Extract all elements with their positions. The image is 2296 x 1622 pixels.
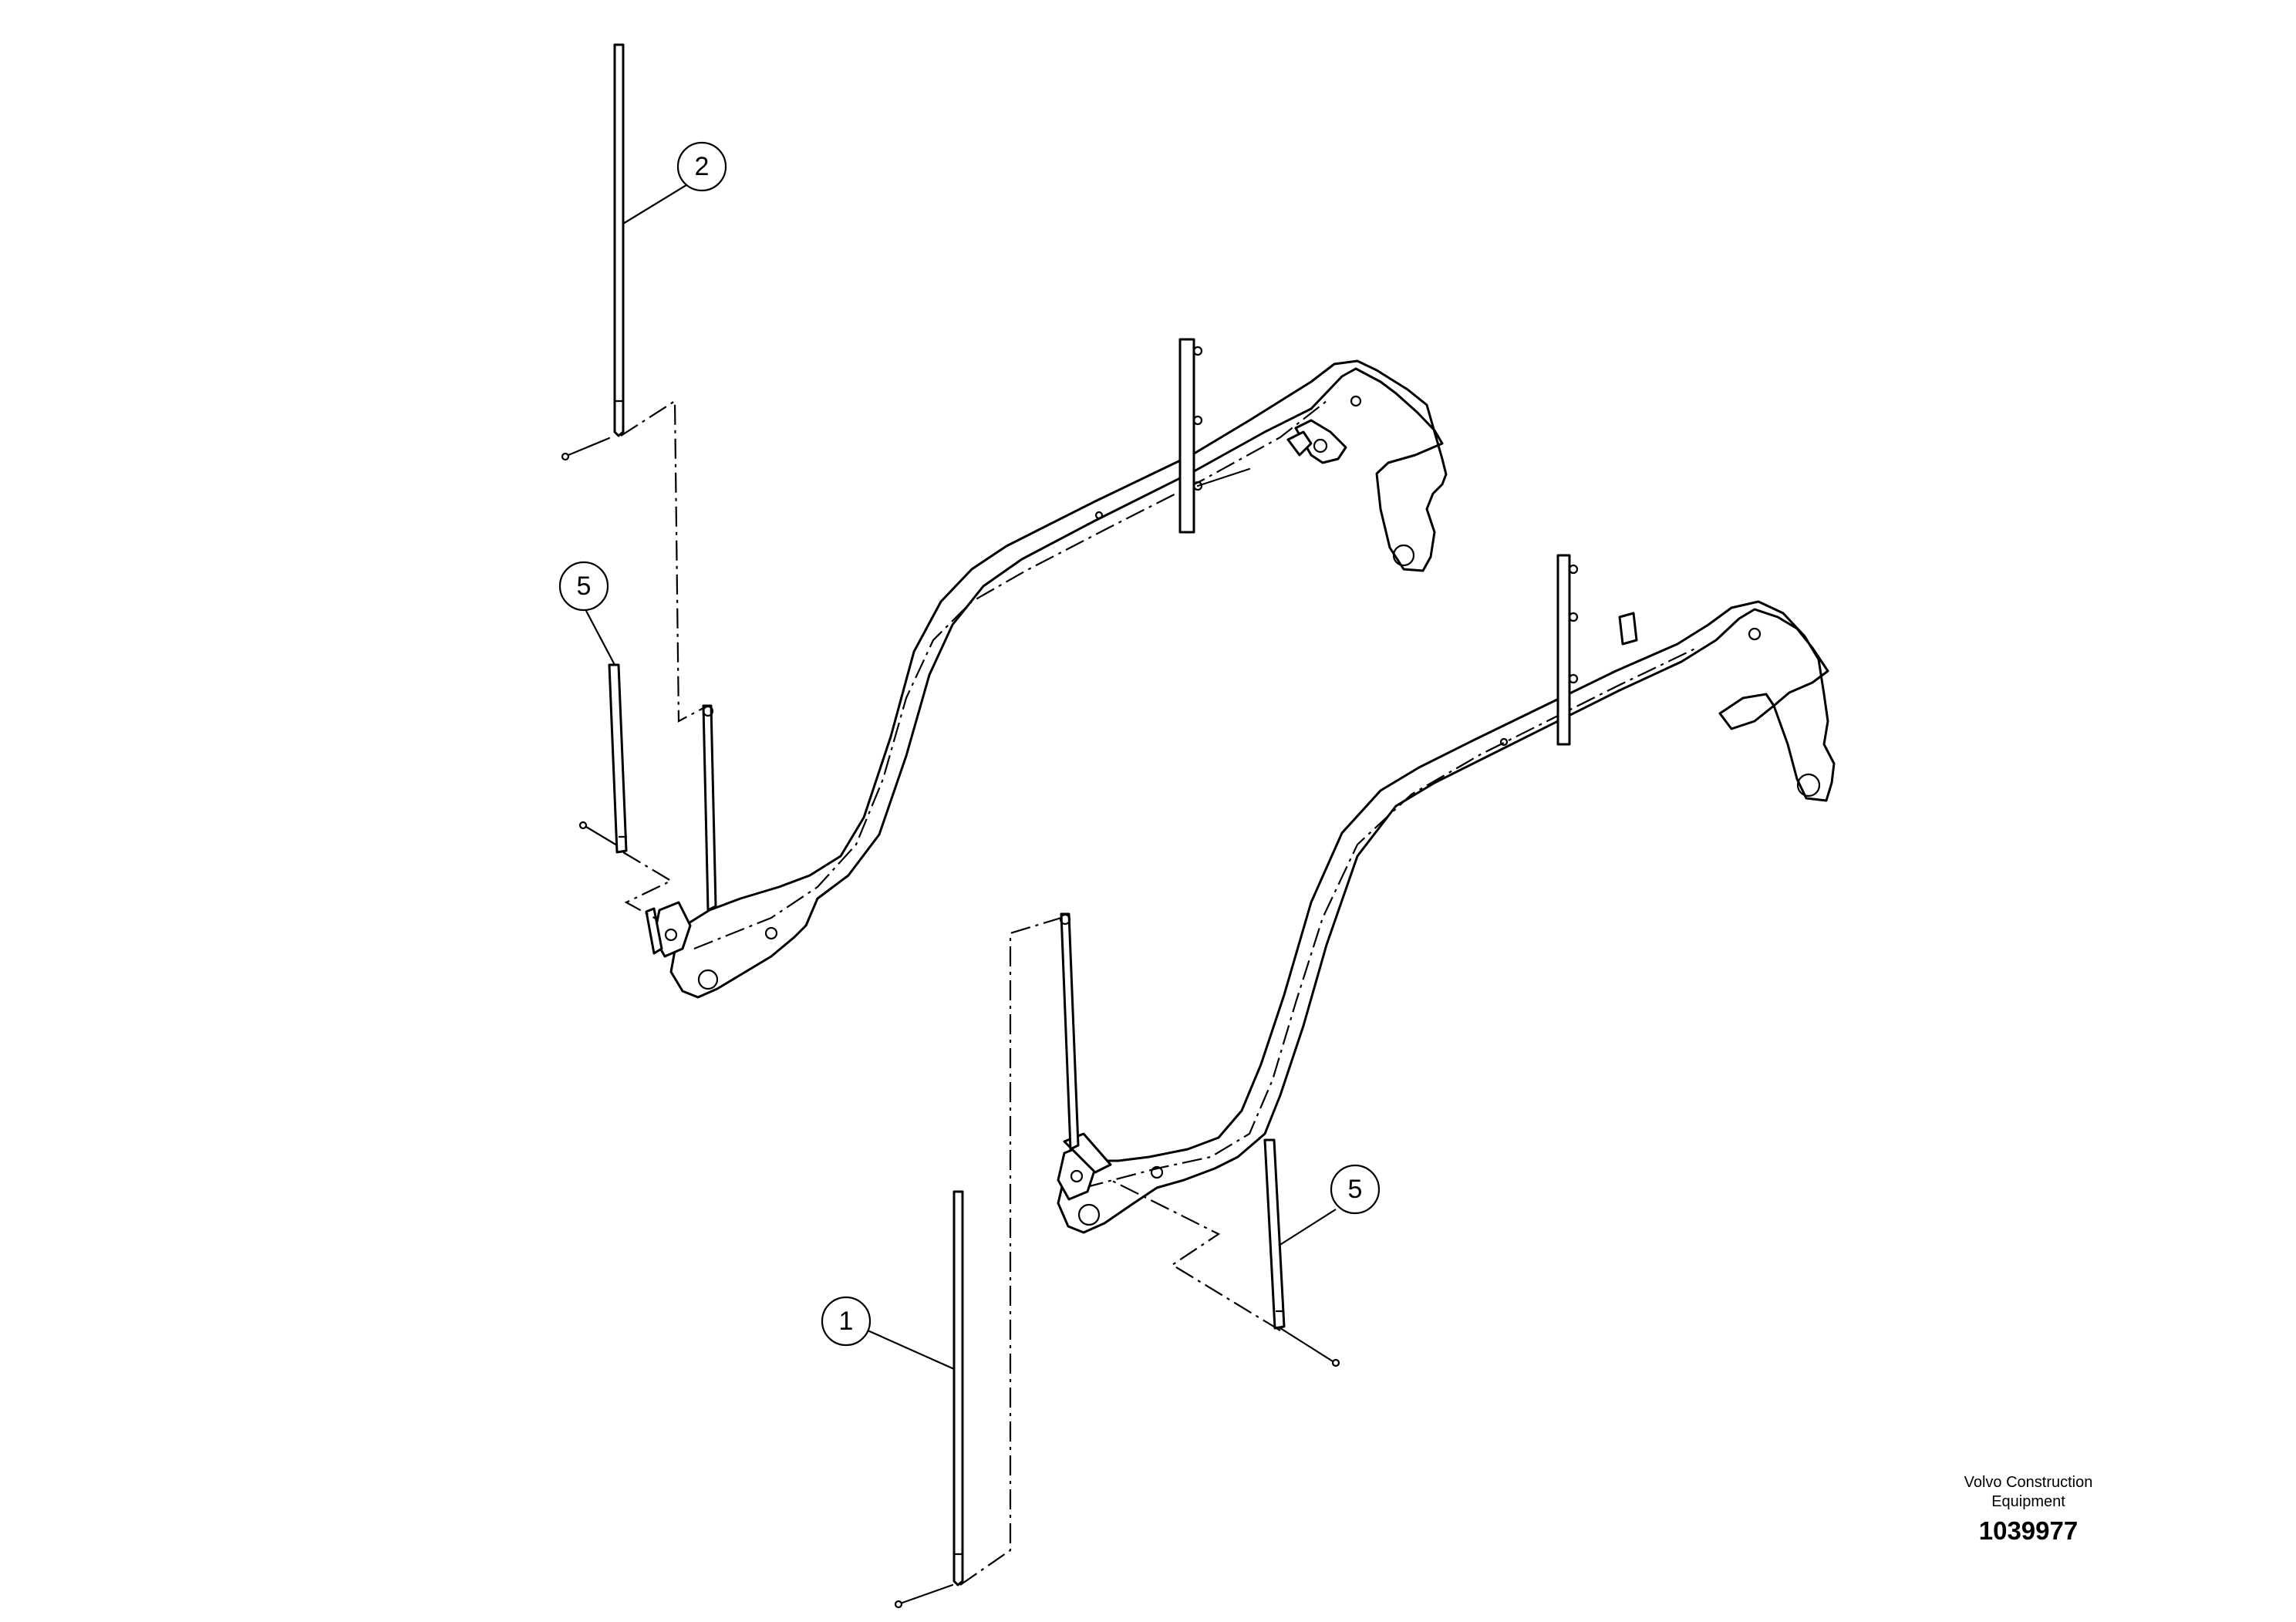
bolt-left [578, 821, 619, 847]
callout-5-lower-label: 5 [1348, 1175, 1363, 1204]
callout-5-upper: 5 [558, 561, 615, 666]
rod-part-1 [952, 1190, 964, 1587]
callout-5-lower: 5 [1278, 1164, 1381, 1246]
bolt-right [1279, 1327, 1340, 1367]
short-rod-lower-arm [1059, 912, 1080, 1151]
callout-5-upper-label: 5 [577, 572, 592, 601]
rod-part-5-lower [1263, 1138, 1286, 1330]
rod-part-5-upper [608, 663, 628, 854]
manufacturer-line-2: Equipment [1991, 1493, 2065, 1510]
manufacturer-name: Volvo Construction Equipment [1882, 1473, 2175, 1512]
lower-lift-arm [1057, 554, 1836, 1234]
rod-part-2 [613, 43, 625, 437]
assembly-line-rod1 [959, 916, 1062, 1586]
drawing-number: 1039977 [1978, 1516, 2079, 1545]
bolt-lower [894, 1583, 954, 1609]
callout-1-label: 1 [839, 1307, 854, 1336]
manufacturer-line-1: Volvo Construction [1964, 1474, 2093, 1491]
assembly-line-rod5-lower [1110, 1179, 1281, 1331]
callout-2: 2 [622, 141, 727, 224]
short-rod-upper-arm [702, 704, 717, 912]
bolt-upper [561, 437, 611, 461]
callout-2-label: 2 [695, 152, 710, 181]
assembly-line-rod5-upper [622, 851, 673, 920]
callout-1: 1 [821, 1296, 955, 1371]
upper-lift-arm [645, 338, 1448, 999]
assembly-line-rod2 [620, 400, 704, 723]
